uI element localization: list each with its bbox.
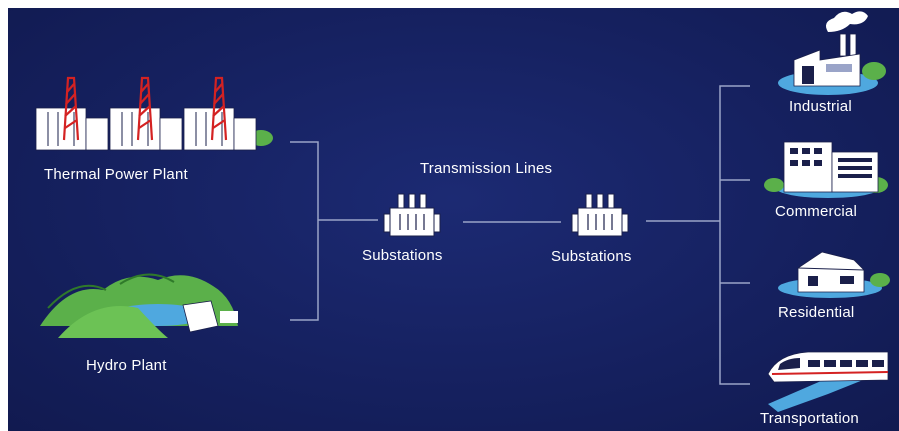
substation-right-label: Substations	[551, 248, 632, 265]
transportation-label: Transportation	[760, 410, 859, 427]
hydro-plant-label: Hydro Plant	[86, 357, 167, 374]
transformer-icon	[384, 194, 440, 236]
hydro-plant-icon	[40, 274, 238, 338]
office-building-icon	[764, 142, 888, 198]
power-distribution-diagram: Thermal Power Plant Hydro Plant Transmis…	[8, 8, 899, 431]
consumer-bracket	[720, 86, 750, 384]
commercial-label: Commercial	[775, 203, 857, 220]
plant-bracket	[290, 142, 318, 320]
train-icon	[768, 352, 888, 412]
residential-label: Residential	[778, 304, 854, 321]
thermal-plant-label: Thermal Power Plant	[44, 166, 188, 183]
factory-icon	[778, 11, 886, 95]
transformer-icon	[572, 194, 628, 236]
thermal-plant-icon	[36, 78, 273, 150]
connector-lines	[290, 86, 750, 384]
substation-left-label: Substations	[362, 247, 443, 264]
house-icon	[778, 252, 890, 298]
industrial-label: Industrial	[789, 98, 852, 115]
transmission-lines-label: Transmission Lines	[420, 160, 552, 177]
